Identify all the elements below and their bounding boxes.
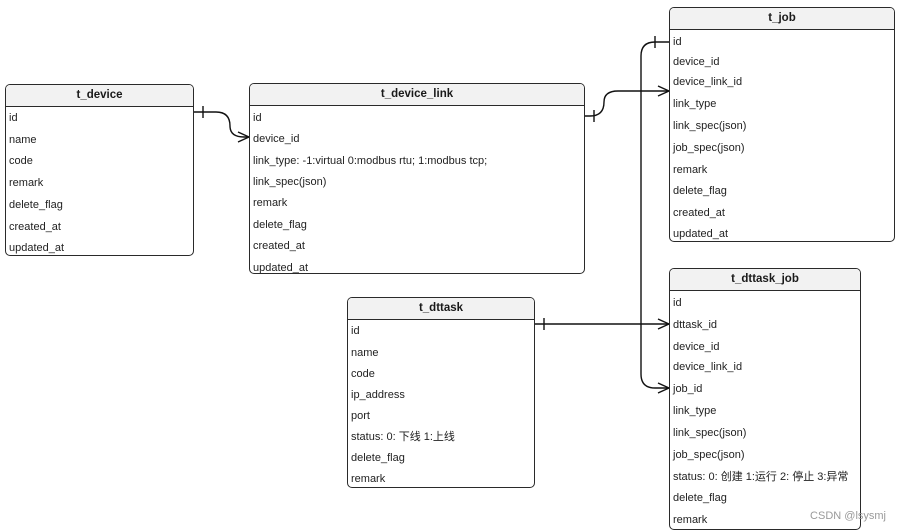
field-row: name bbox=[351, 347, 379, 359]
table-title: t_job bbox=[670, 8, 894, 30]
table-t-dttask[interactable]: t_dttask id name code ip_address port st… bbox=[347, 297, 535, 488]
field-row: status: 0: 创建 1:运行 2: 停止 3:异常 bbox=[673, 471, 849, 483]
field-row: device_id bbox=[673, 56, 720, 68]
field-row: link_type bbox=[673, 405, 717, 417]
field-row: job_spec(json) bbox=[673, 449, 745, 461]
field-row: remark bbox=[351, 473, 386, 485]
field-row: remark bbox=[673, 514, 708, 526]
field-row: updated_at bbox=[9, 242, 65, 254]
field-row: created_at bbox=[673, 207, 725, 219]
field-row: delete_flag bbox=[9, 199, 63, 211]
field-row: delete_flag bbox=[351, 452, 405, 464]
field-row: code bbox=[9, 155, 33, 167]
watermark: CSDN @lsysmj bbox=[810, 510, 886, 522]
field-row: port bbox=[351, 410, 370, 422]
field-row: created_at bbox=[253, 240, 305, 252]
field-row: job_spec(json) bbox=[673, 142, 745, 154]
field-row: id bbox=[673, 297, 682, 309]
field-row: id bbox=[9, 112, 18, 124]
field-row: remark bbox=[253, 197, 288, 209]
field-row: device_link_id bbox=[673, 76, 743, 88]
field-row: link_spec(json) bbox=[673, 427, 747, 439]
table-title: t_dttask_job bbox=[670, 269, 860, 291]
field-row: ip_address bbox=[351, 389, 405, 401]
table-title: t_device_link bbox=[250, 84, 584, 106]
field-row: delete_flag bbox=[253, 219, 307, 231]
field-row: name bbox=[9, 134, 37, 146]
field-row: link_type bbox=[673, 98, 717, 110]
field-row: id bbox=[673, 36, 682, 48]
field-row: updated_at bbox=[253, 262, 309, 274]
field-row: device_id bbox=[253, 133, 300, 145]
table-t-device-link[interactable]: t_device_link id device_id link_type: -1… bbox=[249, 83, 585, 274]
rel-device-to-device-link bbox=[194, 111, 249, 138]
field-row: job_id bbox=[673, 383, 703, 395]
table-t-job[interactable]: t_job id device_id device_link_id link_t… bbox=[669, 7, 895, 242]
table-title: t_dttask bbox=[348, 298, 534, 320]
field-row: created_at bbox=[9, 221, 61, 233]
field-row: code bbox=[351, 368, 375, 380]
rel-job-to-dttask-job bbox=[640, 41, 669, 389]
field-row: link_spec(json) bbox=[673, 120, 747, 132]
field-row: status: 0: 下线 1:上线 bbox=[351, 431, 455, 443]
table-t-device[interactable]: t_device id name code remark delete_flag… bbox=[5, 84, 194, 256]
table-title: t_device bbox=[6, 85, 193, 107]
table-t-dttask-job[interactable]: t_dttask_job id dttask_id device_id devi… bbox=[669, 268, 861, 530]
field-row: updated_at bbox=[673, 228, 729, 240]
field-row: delete_flag bbox=[673, 492, 727, 504]
rel-device-link-to-job bbox=[585, 90, 669, 117]
field-row: dttask_id bbox=[673, 319, 718, 331]
field-row: delete_flag bbox=[673, 185, 727, 197]
field-row: link_type: -1:virtual 0:modbus rtu; 1:mo… bbox=[253, 155, 488, 167]
field-row: remark bbox=[9, 177, 44, 189]
field-row: device_link_id bbox=[673, 361, 743, 373]
field-row: link_spec(json) bbox=[253, 176, 327, 188]
field-row: id bbox=[253, 112, 262, 124]
field-row: id bbox=[351, 325, 360, 337]
field-row: device_id bbox=[673, 341, 720, 353]
field-row: remark bbox=[673, 164, 708, 176]
